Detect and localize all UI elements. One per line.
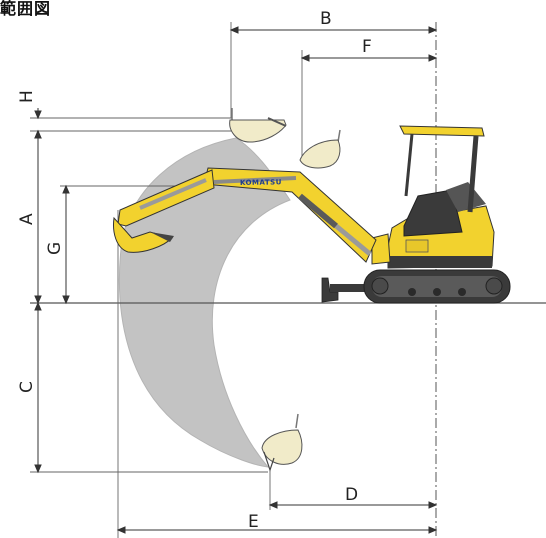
bucket-dump-height: [299, 129, 341, 169]
bucket-top-reach: [229, 108, 287, 143]
crawler-tracks: [363, 269, 511, 304]
dimension-label-h: H: [17, 90, 37, 103]
excavator: KOMATSU: [113, 125, 511, 304]
dimension-label-g: G: [45, 242, 65, 255]
boom-logo: KOMATSU: [240, 178, 282, 187]
dimension-label-b: B: [320, 9, 332, 29]
canopy: [399, 125, 485, 213]
dimension-label-f: F: [362, 37, 372, 57]
dimension-label-a: A: [17, 213, 37, 225]
dimension-lines: [34, 26, 438, 534]
bucket-max-depth: [261, 413, 303, 472]
dimension-label-d: D: [345, 485, 358, 505]
dimension-label-c: C: [17, 381, 37, 393]
diagram-title: 範囲図: [0, 0, 52, 18]
dimension-label-e: E: [248, 512, 259, 532]
